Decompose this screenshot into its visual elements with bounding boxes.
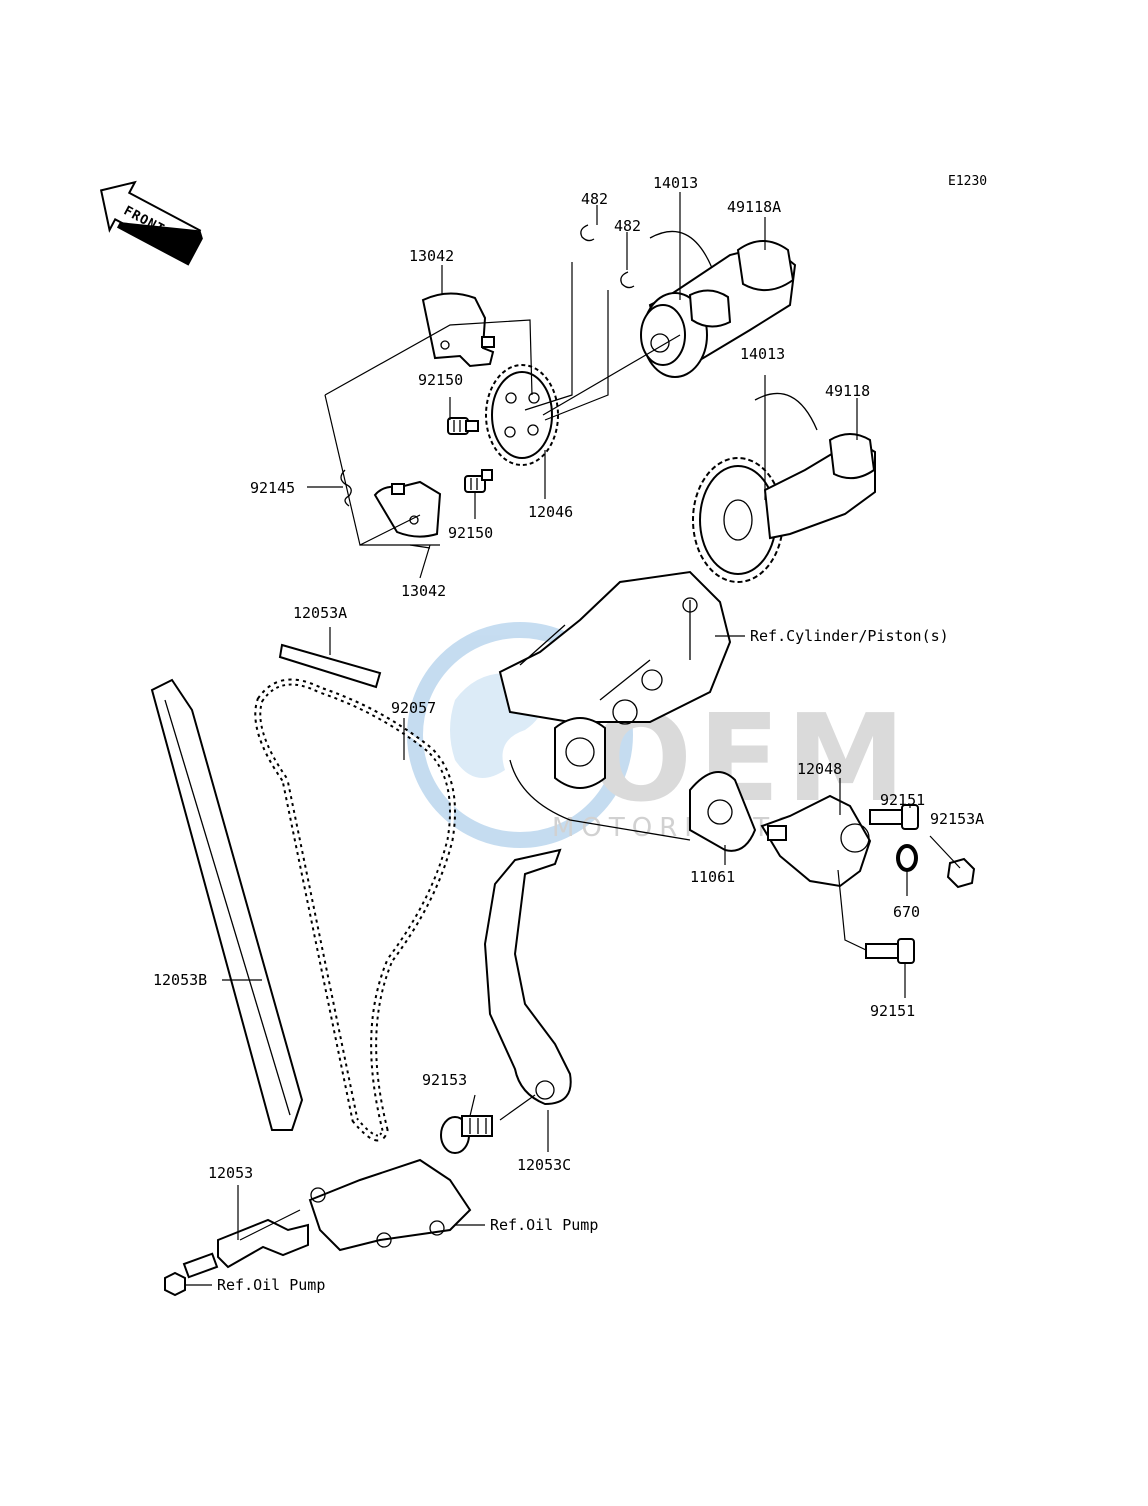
watermark-globe — [407, 622, 633, 848]
callout-92151-lower: 92151 — [870, 1002, 915, 1020]
callout-92150-lower: 92150 — [448, 524, 493, 542]
bolt-92153 — [440, 1115, 493, 1154]
chain-guide-12053 — [217, 1218, 309, 1269]
callout-ref-cylinder: Ref.Cylinder/Piston(s) — [750, 627, 949, 645]
circlip-482-b — [620, 271, 635, 289]
callout-12046: 12046 — [528, 503, 573, 521]
callout-labels: 482 482 14013 49118A 13042 92150 14013 4… — [153, 174, 984, 1294]
diagram-code: E1230 — [948, 174, 987, 189]
callout-12053a: 12053A — [293, 604, 347, 622]
gasket-11061 — [689, 771, 757, 852]
chain-guide-12053c — [483, 848, 572, 1106]
callout-49118: 49118 — [825, 382, 870, 400]
spring-14013-lower — [754, 392, 818, 431]
tensioner-12048 — [760, 794, 872, 888]
sprocket-holder-upper — [421, 292, 495, 368]
callout-482-a: 482 — [581, 190, 608, 208]
callout-12048: 12048 — [797, 760, 842, 778]
callout-92150-upper: 92150 — [418, 371, 463, 389]
camshaft-49118 — [692, 433, 876, 583]
callout-482-b: 482 — [614, 217, 641, 235]
cam-chain-92057 — [254, 678, 456, 1142]
callout-12053c: 12053C — [517, 1156, 571, 1174]
callout-ref-oil-pump-2: Ref.Oil Pump — [217, 1276, 325, 1294]
sprocket-holder-lower — [373, 480, 442, 538]
bolt-oil-pump — [164, 1252, 219, 1297]
bolt-92151-upper — [869, 804, 919, 830]
callout-13042-upper: 13042 — [409, 247, 454, 265]
cylinder-head-ref — [498, 570, 732, 841]
callout-49118a: 49118A — [727, 198, 781, 216]
callout-92057: 92057 — [391, 699, 436, 717]
nut-92153a — [946, 857, 976, 889]
leader-lines — [185, 192, 961, 1286]
bolt-92150-lower — [464, 469, 493, 493]
callout-13042-lower: 13042 — [401, 582, 446, 600]
callout-92151-upper: 92151 — [880, 791, 925, 809]
callout-12053b: 12053B — [153, 971, 207, 989]
bolt-92151-lower — [865, 938, 915, 964]
callout-92145: 92145 — [250, 479, 295, 497]
bolt-92150-upper — [447, 417, 479, 435]
spring-14013-upper — [649, 230, 713, 269]
callout-92153a: 92153A — [930, 810, 984, 828]
callout-670: 670 — [893, 903, 920, 921]
cam-sprocket-12046 — [485, 364, 559, 466]
callout-14013-upper: 14013 — [653, 174, 698, 192]
camshaft-49118a — [640, 240, 797, 378]
spring-clip — [340, 469, 352, 507]
callout-12053: 12053 — [208, 1164, 253, 1182]
callout-11061: 11061 — [690, 868, 735, 886]
callout-ref-oil-pump-1: Ref.Oil Pump — [490, 1216, 598, 1234]
circlip-482-a — [580, 224, 595, 242]
oil-pump-ref — [308, 1158, 472, 1252]
chain-guide-12053a — [278, 643, 382, 689]
callout-92153: 92153 — [422, 1071, 467, 1089]
oring-670 — [896, 844, 918, 872]
callout-14013-lower: 14013 — [740, 345, 785, 363]
front-arrow-icon: FRONT — [99, 180, 203, 266]
